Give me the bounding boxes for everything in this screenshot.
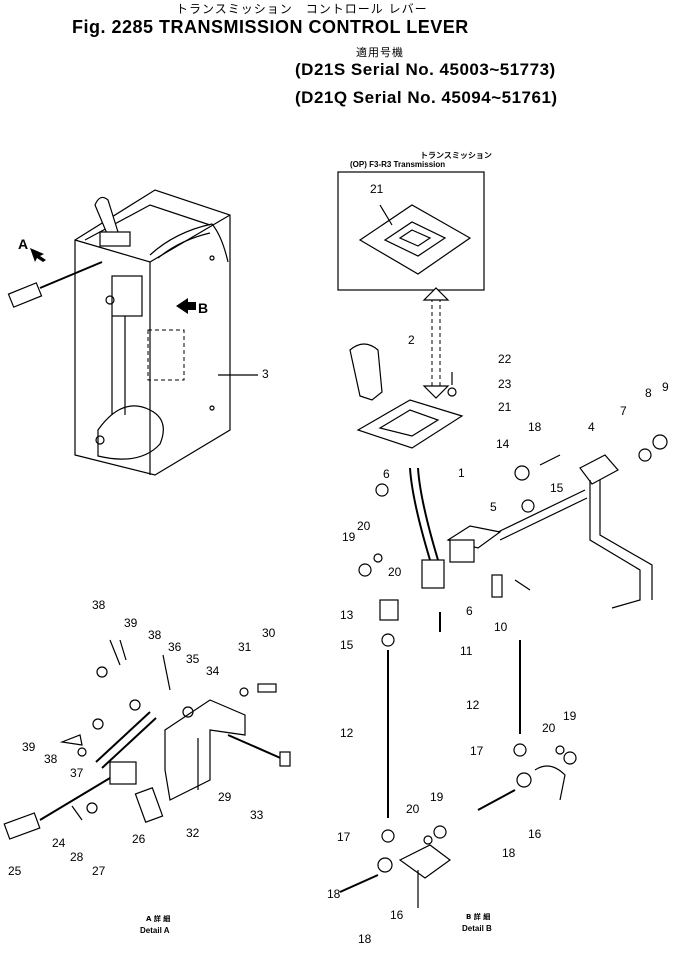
callout-11: 11 [460,644,473,658]
callout-18-bottom: 18 [358,932,372,946]
callout-16-right: 16 [528,827,542,841]
callout-3: 3 [262,367,269,381]
callout-21-inset: 21 [370,182,384,196]
detail-a-caption: Detail A [140,926,170,935]
callout-38-mid: 38 [148,628,162,642]
callout-24: 24 [52,836,66,850]
callout-6-bottom: 6 [466,604,473,618]
callout-38-left: 38 [44,752,58,766]
callout-39-top: 39 [124,616,138,630]
callout-2: 2 [408,333,415,347]
callout-18-right: 18 [502,846,516,860]
callout-30: 30 [262,626,276,640]
callout-13: 13 [340,608,354,622]
callout-12-right: 12 [466,698,480,712]
detail-a-drawing [3,639,291,840]
callout-15-bottom: 15 [340,638,354,652]
callout-32: 32 [186,826,200,840]
callout-22: 22 [498,352,512,366]
serial-range-d21s: (D21S Serial No. 45003~51773) [295,60,556,79]
callout-31: 31 [238,640,252,654]
detail-a-japanese: A 詳 細 [146,915,171,923]
callout-20-c: 20 [542,721,556,735]
callout-14: 14 [496,437,510,451]
arrow-b-label: B [198,300,209,316]
callout-16-left: 16 [390,908,404,922]
callout-34: 34 [206,664,220,678]
callout-6-top: 6 [383,467,390,481]
callout-26: 26 [132,832,146,846]
callout-10: 10 [494,620,508,634]
callout-4: 4 [588,420,595,434]
console-housing-drawing [7,189,231,476]
callout-20-b: 20 [388,565,402,579]
callout-12-left: 12 [340,726,354,740]
inset-frame [337,171,485,291]
shift-plate-inset [358,204,472,275]
callout-8: 8 [645,386,652,400]
callout-28: 28 [70,850,84,864]
callout-20-d: 20 [406,802,420,816]
callout-21: 21 [498,400,512,414]
detail-b-caption: Detail B [462,924,492,933]
arrow-a-label: A [18,236,29,252]
inset-japanese-label: トランスミッション [420,151,492,160]
callout-18-top: 18 [528,420,542,434]
detail-b-japanese: B 詳 細 [466,913,491,921]
callout-37: 37 [70,766,84,780]
callout-15-top: 15 [550,481,564,495]
applicable-machines-label: 適用号機 [356,46,404,59]
callout-1: 1 [458,466,465,480]
detail-b-drawing [339,343,668,908]
callout-27: 27 [92,864,106,878]
callout-17-left: 17 [337,830,351,844]
callout-29: 29 [218,790,232,804]
callout-20-a: 20 [357,519,371,533]
callout-19-a: 19 [342,530,356,544]
callout-19-b: 19 [563,709,577,723]
callout-9: 9 [662,380,669,394]
callout-19-c: 19 [430,790,444,804]
callout-7: 7 [620,404,627,418]
callout-36: 36 [168,640,182,654]
callout-35: 35 [186,652,200,666]
callout-39-left: 39 [22,740,36,754]
arrow-b-icon [176,298,196,314]
callout-23: 23 [498,377,512,391]
arrow-a-icon [30,248,46,262]
figure-title: Fig. 2285 TRANSMISSION CONTROL LEVER [72,17,469,37]
callout-33: 33 [250,808,264,822]
callout-25: 25 [8,864,22,878]
callout-38-top: 38 [92,598,106,612]
callout-5: 5 [490,500,497,514]
callout-17-right: 17 [470,744,484,758]
serial-range-d21q: (D21Q Serial No. 45094~51761) [295,88,558,107]
title-japanese: トランスミッション コントロール レバー [176,2,428,16]
callout-18-left: 18 [327,887,341,901]
inset-label: (OP) F3-R3 Transmission [350,160,446,169]
